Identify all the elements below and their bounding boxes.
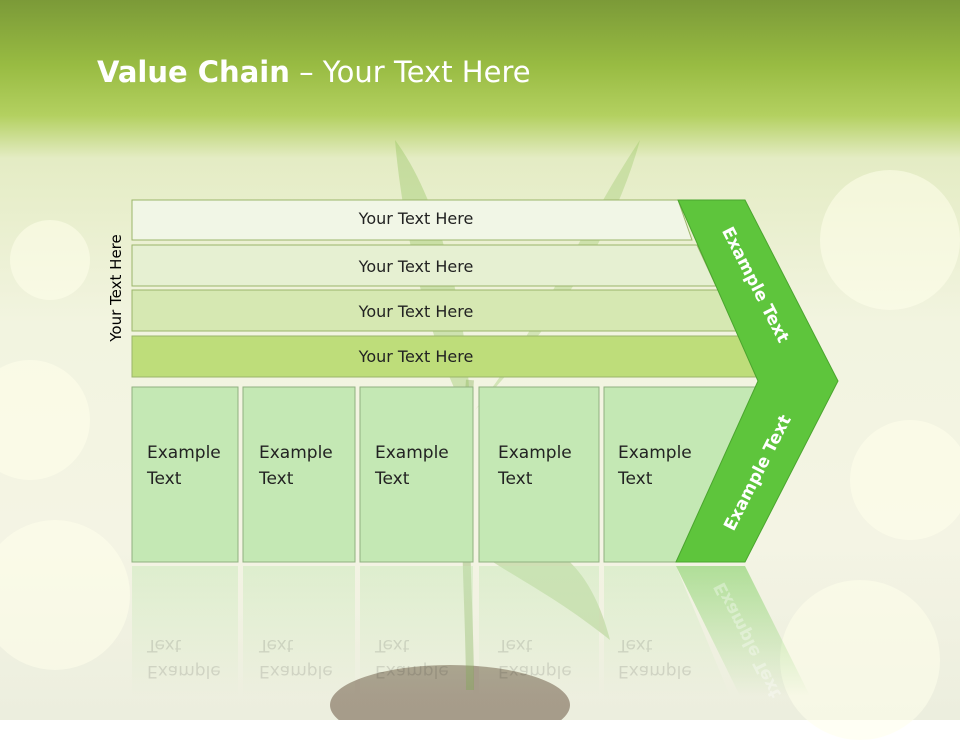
box-2 <box>242 386 356 563</box>
box-1 <box>131 386 239 563</box>
value-chain-diagram <box>131 199 839 696</box>
box-reflection <box>479 566 599 696</box>
bokeh-light <box>820 170 960 310</box>
bokeh-light <box>850 420 960 540</box>
box-reflection <box>132 566 238 696</box>
row-band-1 <box>131 199 693 241</box>
chevron-arrow <box>675 199 839 563</box>
bokeh-light <box>10 220 90 300</box>
bokeh-light <box>780 580 940 740</box>
box-3 <box>359 386 474 563</box>
row-label-1: Your Text Here <box>358 209 474 228</box>
bokeh-light <box>0 520 130 670</box>
row-label-3: Your Text Here <box>358 302 474 321</box>
box-reflection <box>243 566 355 696</box>
box-reflection <box>604 566 730 696</box>
box-reflection <box>360 566 473 696</box>
row-label-2: Your Text Here <box>358 257 474 276</box>
row-label-4: Your Text Here <box>358 347 474 366</box>
chevron-reflection <box>676 566 810 696</box>
page-title: Value Chain – Your Text Here <box>97 55 531 89</box>
box-4 <box>478 386 600 563</box>
